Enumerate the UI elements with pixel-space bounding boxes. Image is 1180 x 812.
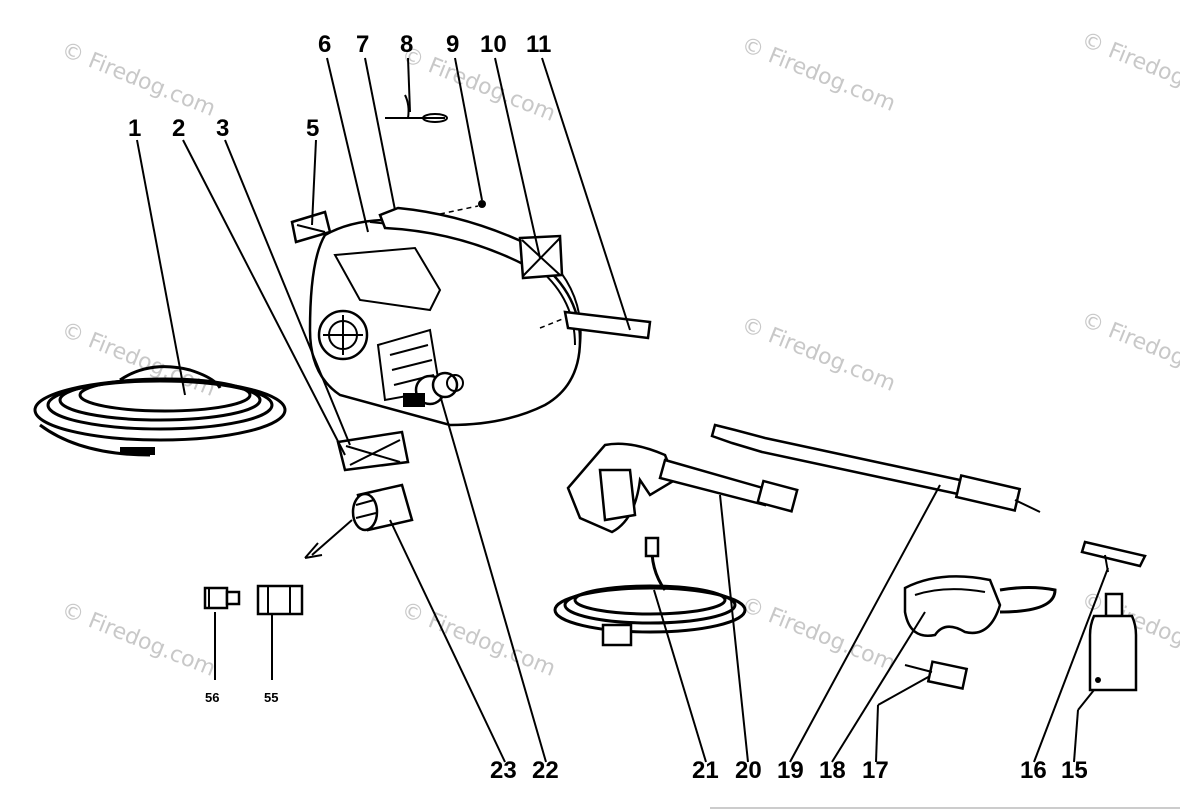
part-label-55: 55 — [264, 690, 278, 705]
label-decal-base — [336, 430, 410, 472]
part-label-2: 2 — [172, 115, 185, 142]
part-label-10: 10 — [480, 31, 507, 58]
part-number-labels: 1 2 3 5 6 7 8 9 10 11 23 22 21 20 19 18 … — [128, 31, 1088, 784]
clip-part-8 — [385, 94, 448, 123]
power-cord-coil — [33, 365, 287, 457]
part-label-7: 7 — [356, 31, 369, 58]
decal-10 — [518, 234, 564, 280]
part-label-23: 23 — [490, 757, 517, 784]
part-label-11: 11 — [526, 31, 551, 58]
decal-5 — [290, 210, 332, 244]
high-pressure-hose — [553, 536, 747, 647]
nozzle-adapter — [304, 483, 414, 559]
part-label-56: 56 — [205, 690, 219, 705]
spray-gun — [566, 442, 799, 534]
watermark: © Firedog.com — [398, 597, 559, 681]
part-label-9: 9 — [446, 31, 459, 58]
part-label-20: 20 — [735, 757, 762, 784]
part-label-22: 22 — [532, 757, 559, 784]
part-label-17: 17 — [862, 757, 889, 784]
watermark: © Firedog.com — [58, 597, 219, 681]
part-label-15: 15 — [1061, 757, 1088, 784]
decal-strip-11 — [539, 310, 652, 340]
watermark: © Firedog.com — [738, 312, 899, 396]
part-label-19: 19 — [777, 757, 804, 784]
detergent-bottle — [1088, 592, 1138, 692]
part-label-1: 1 — [128, 115, 141, 142]
watermark: © Firedog.com — [58, 37, 219, 121]
fitting-55 — [256, 584, 304, 616]
watermark: © Firedog.com — [738, 32, 899, 116]
leader-lines — [136, 57, 1109, 763]
watermark: © Firedog.com — [1078, 307, 1180, 391]
spray-wand — [710, 423, 1041, 513]
part-label-18: 18 — [819, 757, 846, 784]
safety-goggles — [903, 575, 1057, 637]
part-label-5: 5 — [306, 115, 319, 142]
nozzle-tip — [904, 660, 969, 691]
part-label-8: 8 — [400, 31, 413, 58]
part-label-21: 21 — [692, 757, 719, 784]
part-label-16: 16 — [1020, 757, 1047, 784]
part-label-6: 6 — [318, 31, 331, 58]
detergent-sprayer-head — [1080, 540, 1147, 573]
watermark: © Firedog.com — [1078, 27, 1180, 111]
part-label-3: 3 — [216, 115, 229, 142]
screw-part-9 — [439, 200, 486, 215]
fitting-56 — [203, 586, 241, 610]
